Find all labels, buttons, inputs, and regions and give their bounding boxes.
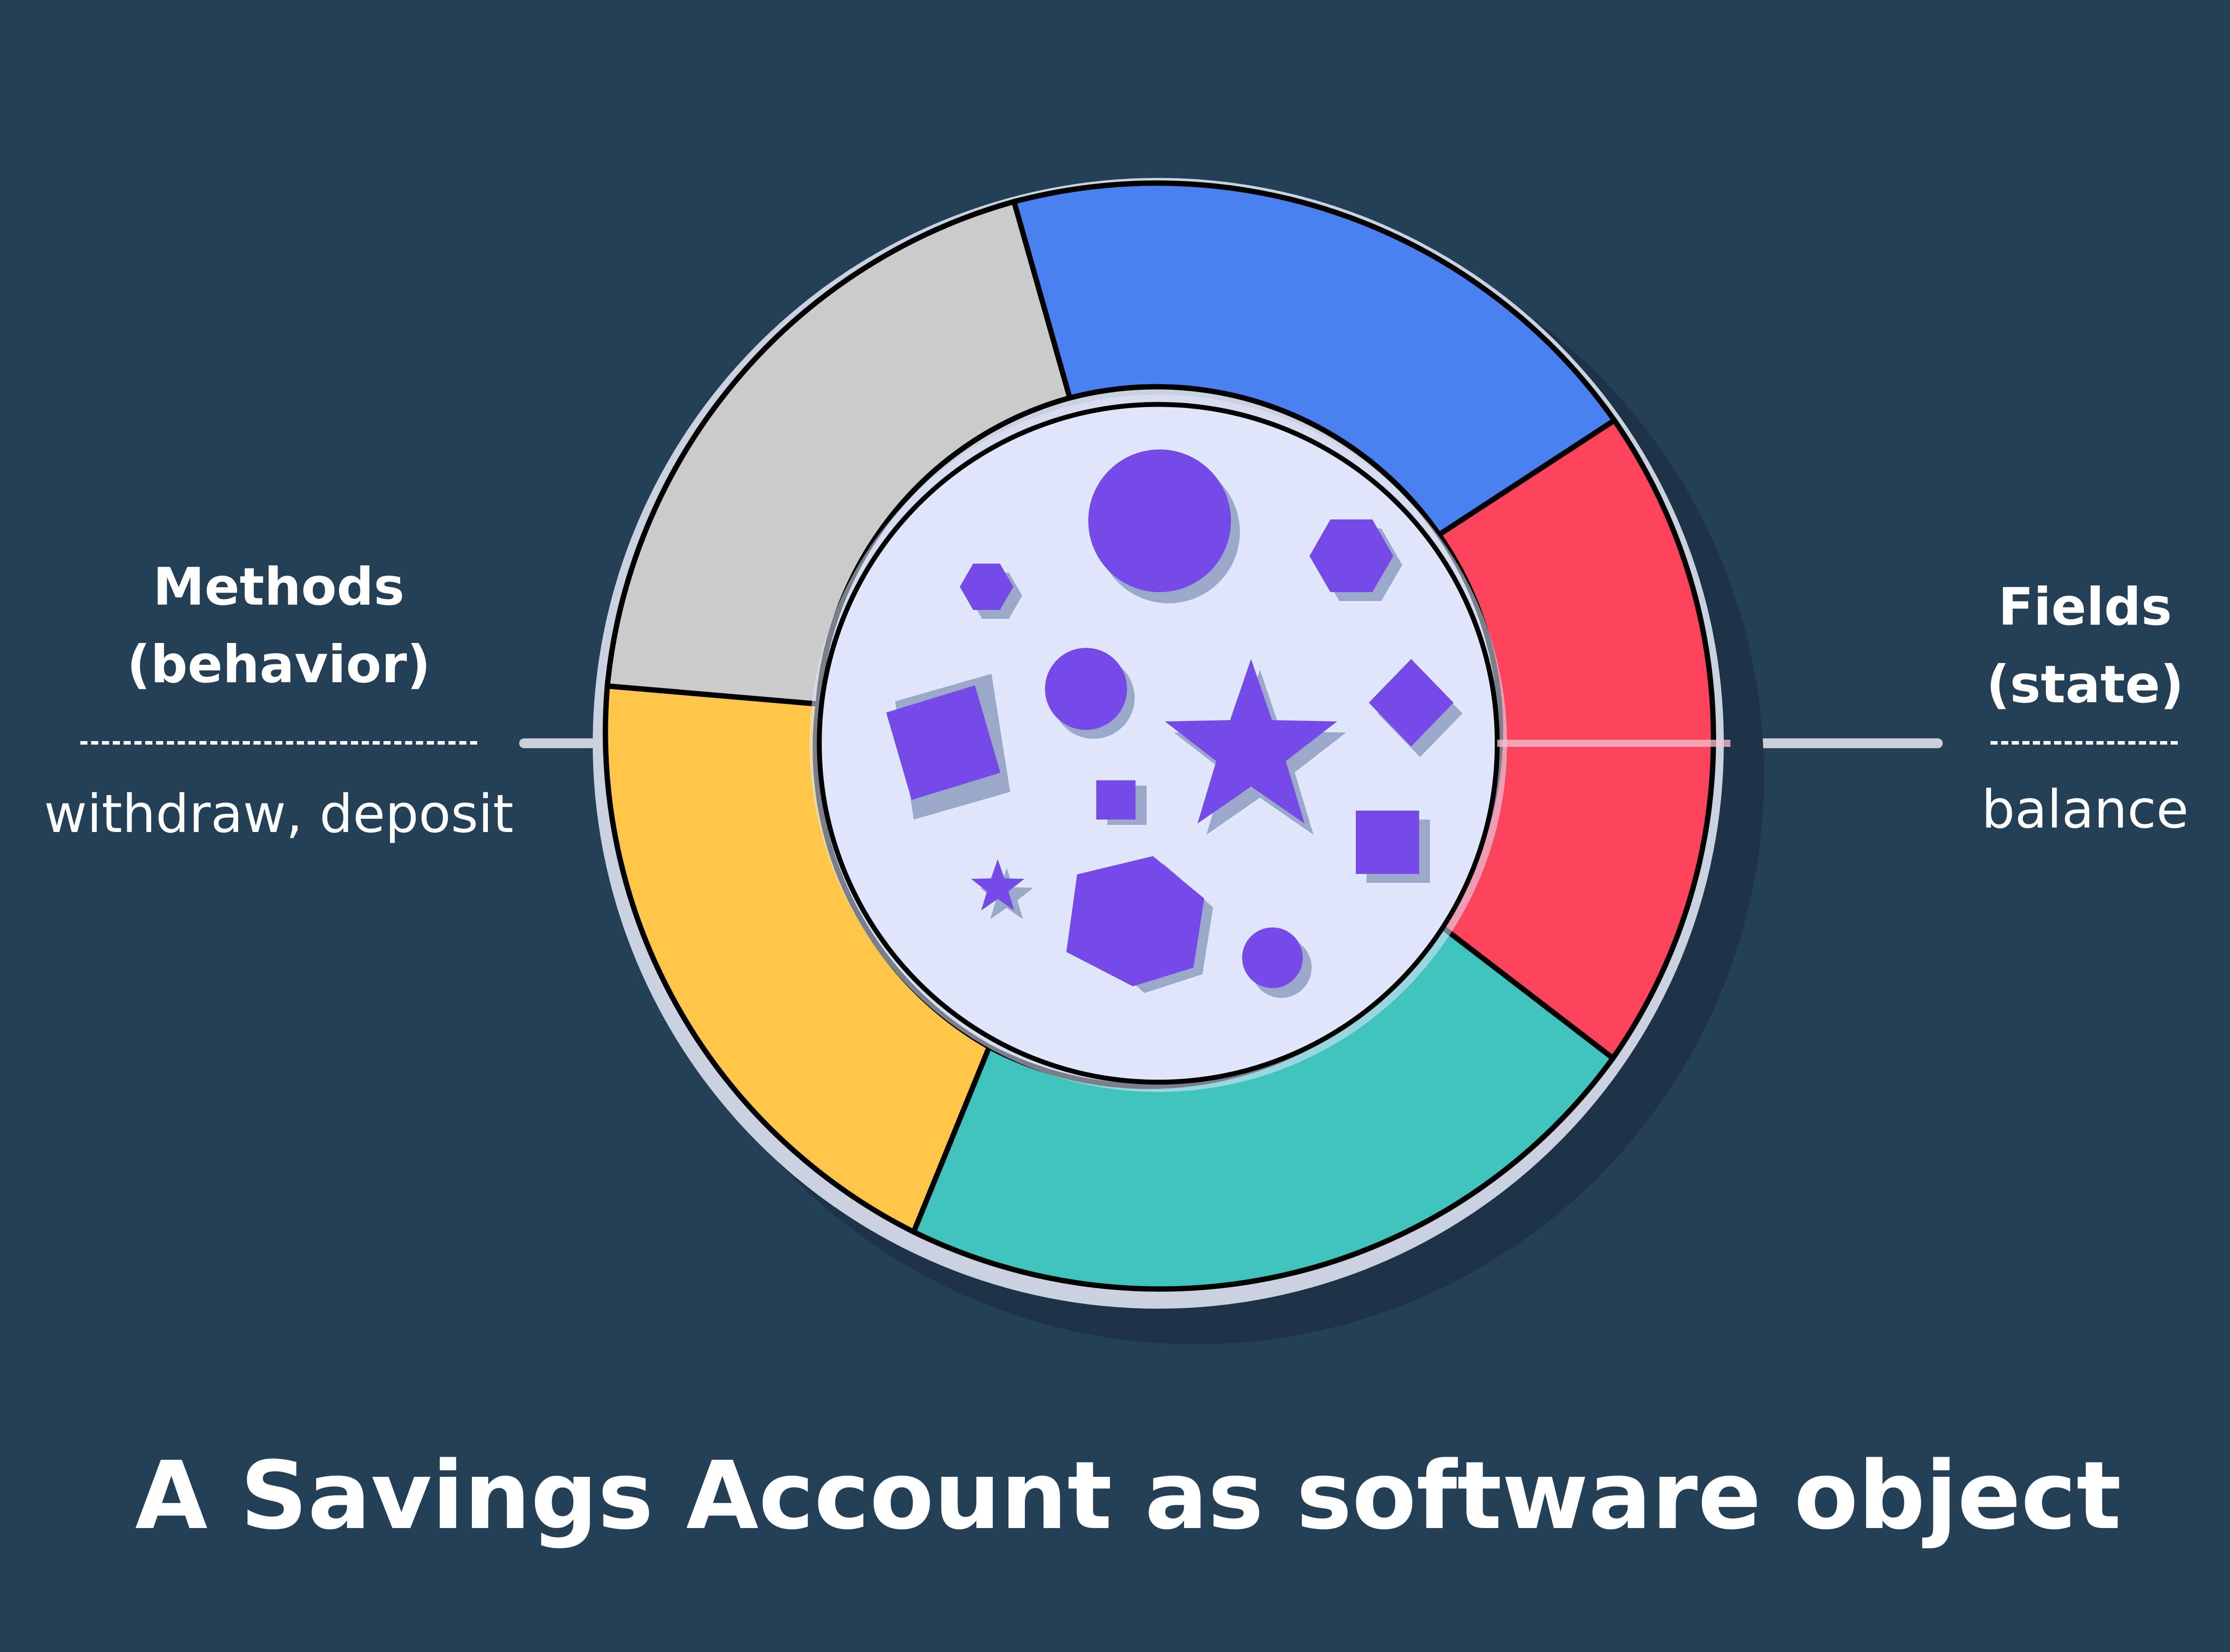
page-title: A Savings Account as software object	[135, 1441, 2122, 1550]
circle-icon	[1242, 927, 1303, 988]
outer-ring	[603, 180, 1716, 1292]
methods-title: Methods	[153, 557, 405, 617]
hexagon-icon	[960, 564, 1013, 610]
hexagon-icon	[1066, 856, 1204, 986]
star-icon	[1165, 659, 1337, 824]
fields-divider	[1990, 741, 2178, 745]
methods-subtitle: (behavior)	[127, 634, 431, 695]
circle-icon	[1088, 449, 1231, 592]
fields-subtitle: (state)	[1986, 655, 2184, 715]
star-icon	[971, 859, 1024, 910]
fields-list: balance	[1981, 779, 2189, 840]
methods-heading: Methods (behavior)	[56, 548, 502, 704]
diamond-icon	[1369, 659, 1454, 746]
diamond-icon	[886, 685, 1000, 800]
methods-divider	[80, 741, 477, 745]
hexagon-icon	[1309, 519, 1393, 592]
circle-icon	[1045, 648, 1127, 730]
square-icon	[1096, 780, 1136, 820]
segment-blue	[1011, 180, 1617, 538]
core-icons	[886, 449, 1454, 988]
fields-heading: Fields (state)	[1951, 569, 2219, 724]
fields-title: Fields	[1998, 577, 2172, 637]
methods-list: withdraw, deposit	[44, 783, 514, 845]
square-icon	[1356, 811, 1419, 874]
